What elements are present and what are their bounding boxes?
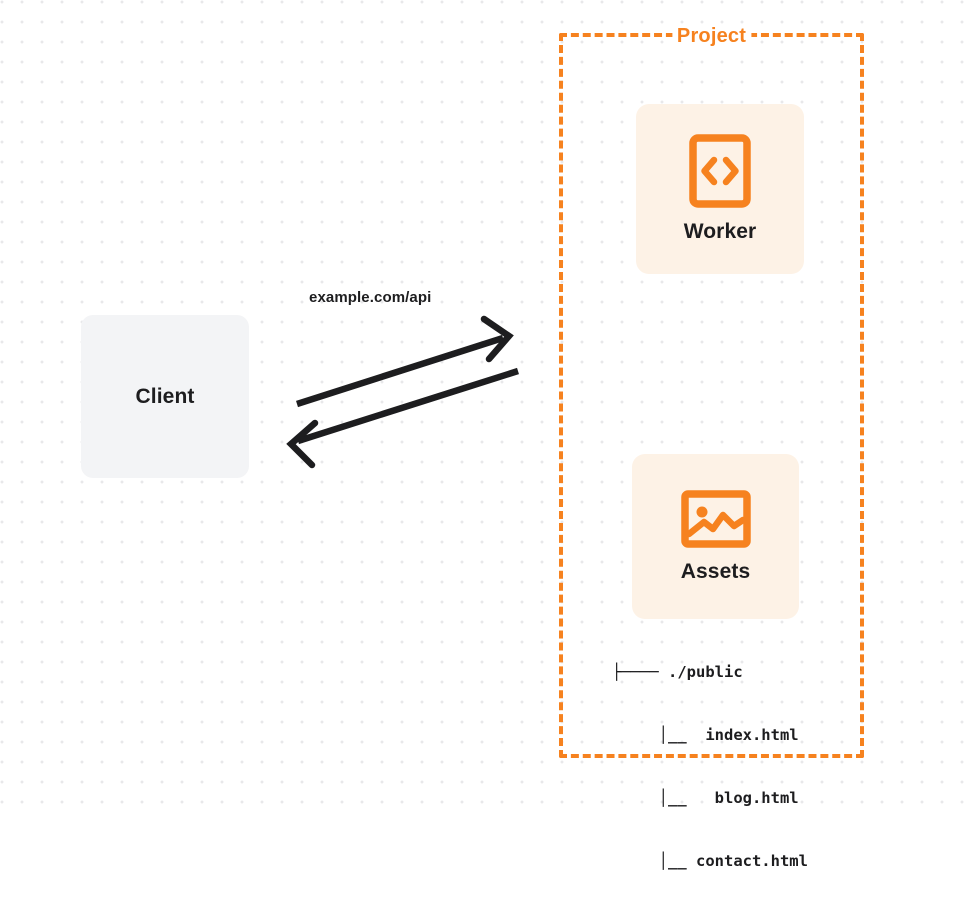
client-node[interactable]: Client [81,315,249,478]
project-title: Project [671,25,752,48]
worker-card-label: Worker [683,220,757,243]
assets-file-tree: ├──── ./public │__ index.html │__ blog.h… [612,620,808,914]
assets-card[interactable]: Assets [632,454,799,619]
connector-label: example.com/api [309,289,432,306]
request-arrow [296,315,514,408]
response-arrow [286,367,519,469]
project-container: Project Worker Assets [559,25,864,870]
worker-card[interactable]: Worker [636,104,804,274]
diagram-canvas: Client example.com/api Project [0,0,980,870]
connector-arrows [270,275,540,475]
image-picture-icon [680,489,751,548]
file-tree-row: │__ blog.html [612,789,799,807]
assets-card-label: Assets [680,559,751,583]
client-node-label: Client [135,384,195,408]
file-tree-row: │__ index.html [612,726,799,744]
file-tree-row: │__ contact.html [612,852,808,870]
file-tree-row: ├──── ./public [612,663,743,681]
code-brackets-icon [689,134,751,208]
